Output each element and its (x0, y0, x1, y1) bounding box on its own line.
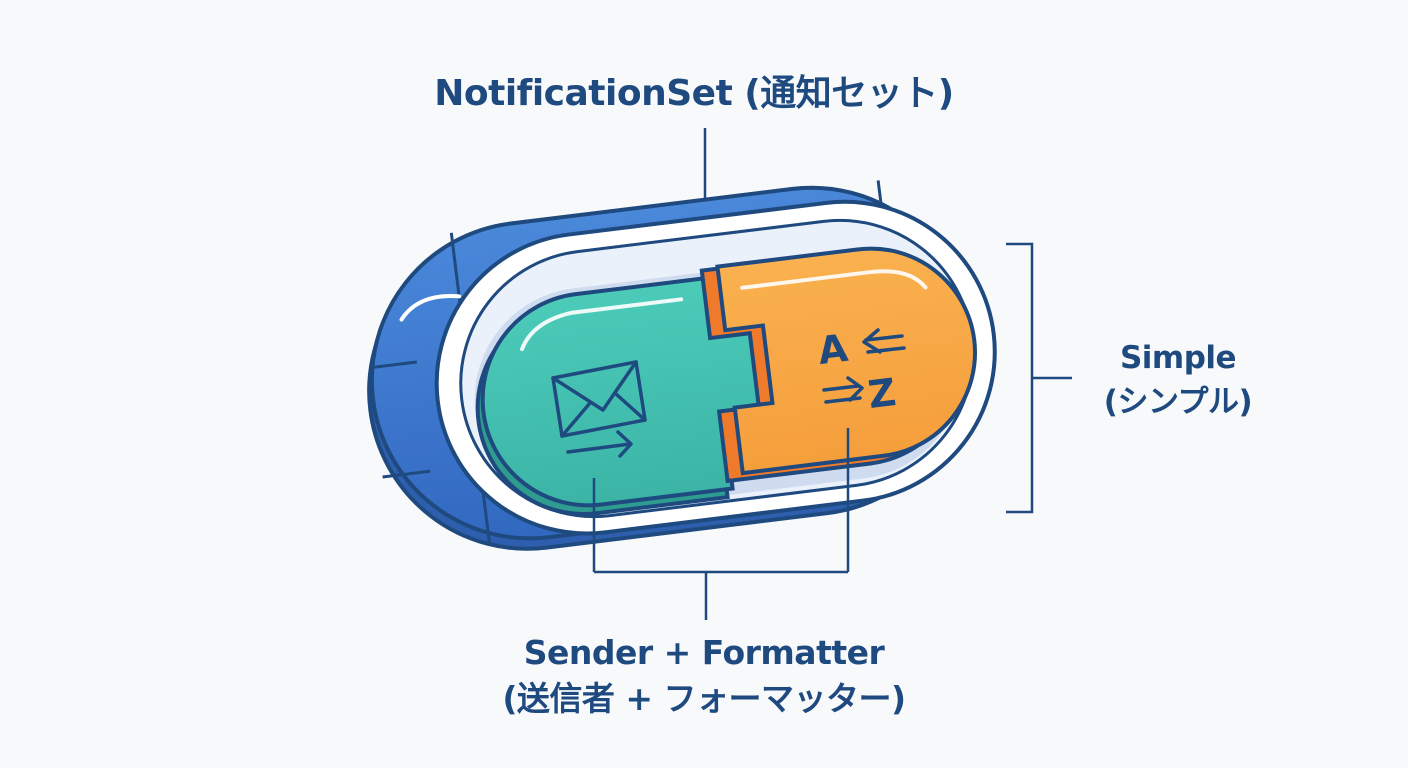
sender-formatter-line2: (送信者 + フォーマッター) (502, 679, 906, 718)
sender-module (475, 275, 766, 516)
right-bracket (1006, 242, 1072, 514)
formatter-module (699, 246, 978, 484)
simple-label: Simple (シンプル) (1068, 336, 1288, 424)
envelope-send-icon (551, 360, 647, 458)
icon-letter-a: A (816, 326, 851, 373)
icon-letter-z: Z (866, 370, 899, 417)
simple-label-line1: Simple (1119, 340, 1237, 376)
sender-formatter-line1: Sender + Formatter (523, 633, 885, 672)
bottom-connector (592, 428, 850, 620)
a-to-z-sort-icon: A Z (816, 326, 906, 417)
sender-formatter-label: Sender + Formatter (送信者 + フォーマッター) (444, 630, 964, 722)
simple-label-line2: (シンプル) (1103, 384, 1253, 420)
notification-set-title: NotificationSet (通知セット) (434, 73, 954, 114)
notification-set-label: NotificationSet (通知セット) (404, 72, 984, 115)
